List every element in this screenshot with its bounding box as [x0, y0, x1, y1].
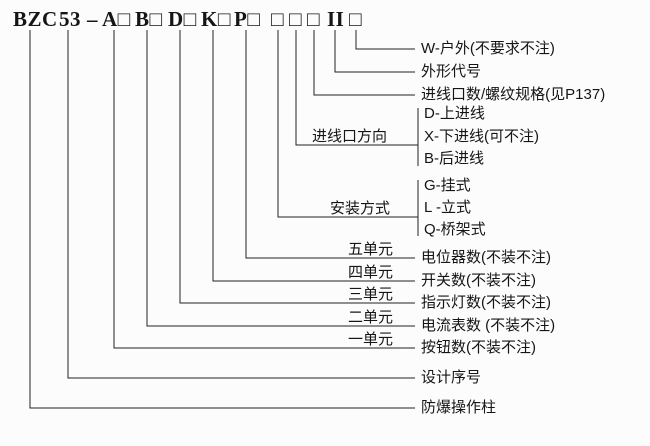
label-unit2-name: 二单元 [348, 309, 394, 326]
code-segment-p: P□ [234, 7, 261, 31]
label-w-outdoor: W-户外(不要求不注) [421, 40, 555, 57]
label-mounting-stand: L -立式 [424, 199, 471, 216]
label-shape-code: 外形代号 [421, 63, 482, 80]
line-w-outdoor [355, 30, 415, 50]
line-unit2 [146, 30, 415, 327]
line-unit4 [212, 30, 415, 282]
label-unit1-name: 一单元 [348, 331, 394, 348]
code-segment-d: D□ [168, 7, 197, 31]
code-segment-box2: □ [289, 7, 303, 31]
code-segment-b: B□ [135, 7, 163, 31]
code-segment-dash: – [87, 7, 98, 31]
label-inlet-spec: 进线口数/螺纹规格(见P137) [421, 86, 606, 103]
line-unit5 [245, 30, 415, 259]
line-inlet-spec [313, 30, 415, 96]
label-inlet-direction-top: D-上进线 [424, 105, 485, 122]
line-inlet-direction [295, 30, 418, 146]
line-unit1 [113, 30, 415, 349]
label-unit5-desc: 电位器数(不装不注) [421, 249, 551, 266]
code-segment-bzc: BZC [13, 7, 58, 31]
label-inlet-direction-down: X-下进线(可不注) [424, 128, 539, 145]
line-shape-code [334, 30, 415, 73]
line-unit3 [179, 30, 415, 304]
label-unit5-name: 五单元 [348, 241, 394, 258]
code-segment-ii: II [327, 7, 345, 31]
code-segment-box4: □ [349, 7, 363, 31]
label-unit2-desc: 电流表数 (不装不注) [421, 317, 556, 334]
code-segment-a: A□ [102, 7, 131, 31]
code-segment-53: 53 [59, 7, 81, 31]
label-unit4-desc: 开关数(不装不注) [421, 272, 536, 289]
code-segment-box1: □ [271, 7, 285, 31]
label-design-serial: 设计序号 [421, 369, 482, 386]
line-mounting [277, 30, 418, 218]
label-mounting-title: 安装方式 [330, 200, 391, 217]
label-unit1-desc: 按钮数(不装不注) [421, 339, 536, 356]
label-mounting-bridge: Q-桥架式 [424, 221, 486, 238]
label-product-name: 防爆操作柱 [421, 399, 497, 416]
line-design-serial [67, 30, 415, 379]
label-unit4-name: 四单元 [348, 264, 394, 281]
label-inlet-direction-rear: B-后进线 [424, 150, 485, 167]
label-mounting-hang: G-挂式 [424, 177, 471, 194]
label-unit3-desc: 指示灯数(不装不注) [421, 294, 551, 311]
label-unit3-name: 三单元 [348, 286, 394, 303]
label-inlet-direction-title: 进线口方向 [312, 128, 388, 145]
line-product-name [29, 30, 415, 409]
code-segment-k: K□ [201, 7, 232, 31]
code-segment-box3: □ [307, 7, 321, 31]
